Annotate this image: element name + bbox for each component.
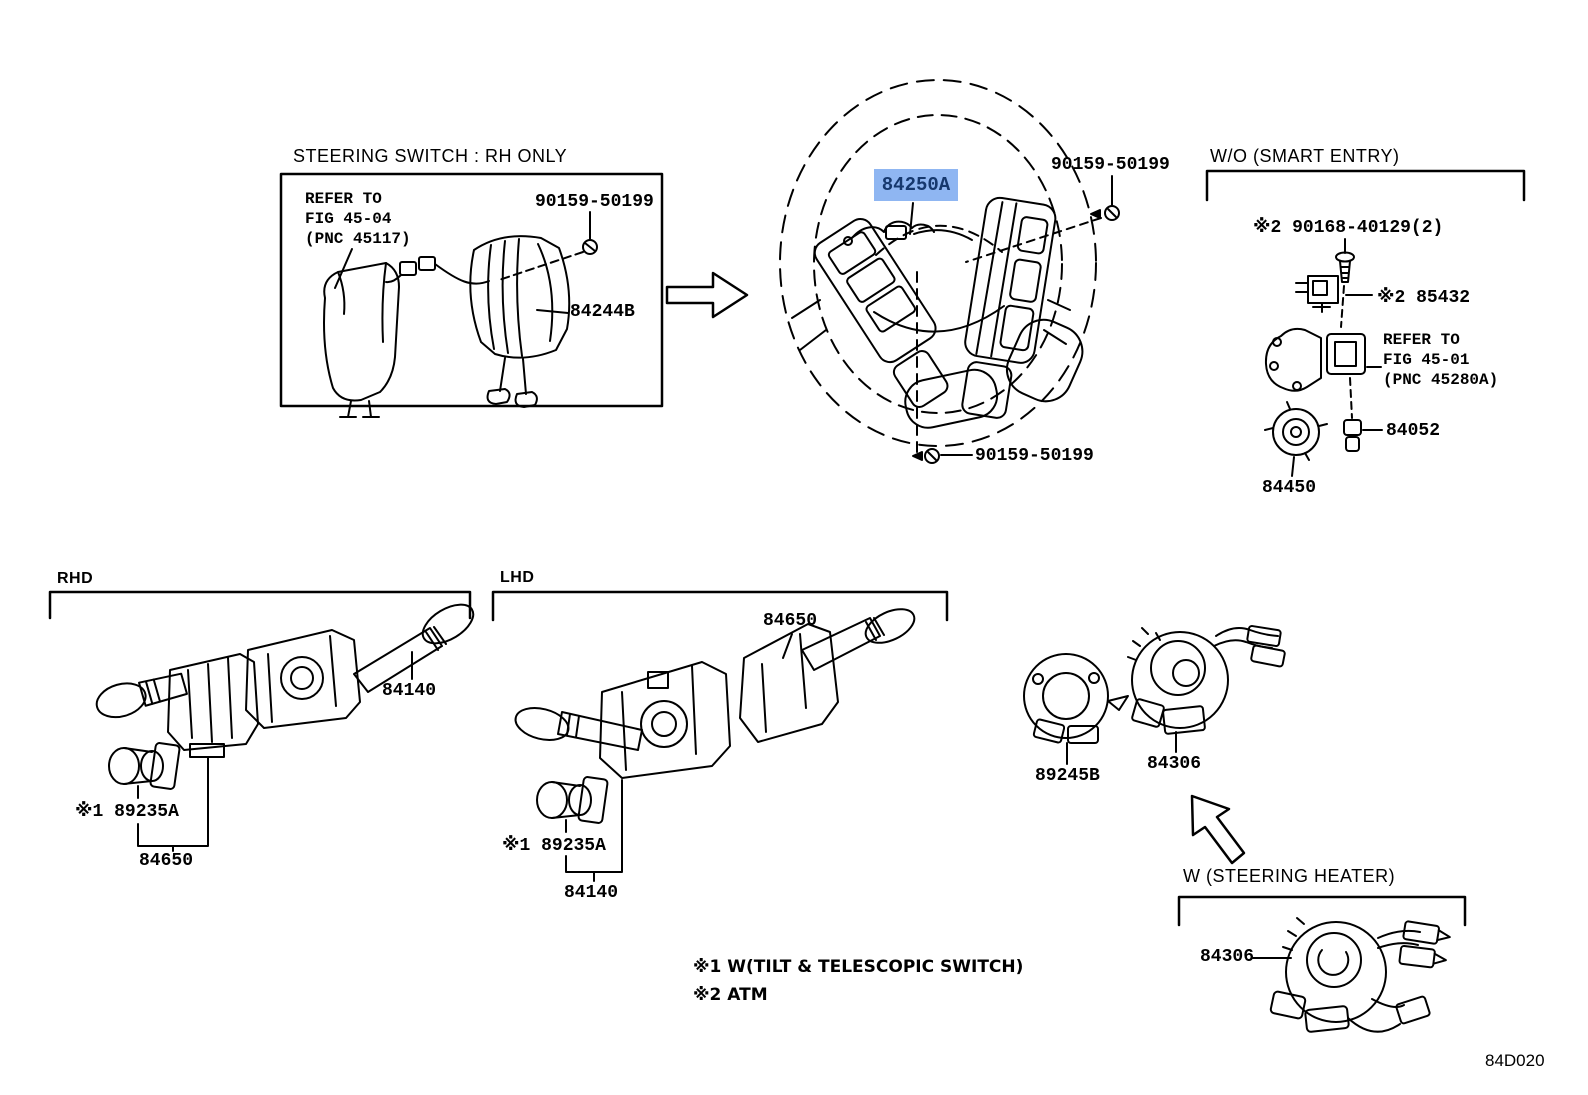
- part-label-84244b: 84244B: [570, 302, 635, 322]
- part-label-84052: 84052: [1386, 421, 1441, 441]
- part-label-84650-rhd: 84650: [139, 851, 194, 871]
- refer-note-fig-45-04: REFER TO FIG 45-04 (PNC 45117): [305, 190, 411, 248]
- rhd-title: RHD: [57, 570, 94, 587]
- steering-switch-box-title: STEERING SWITCH : RH ONLY: [293, 146, 568, 166]
- note-1: ※1 W(TILT & TELESCOPIC SWITCH): [693, 957, 1024, 977]
- part-label-84306-upper: 84306: [1147, 754, 1202, 774]
- part-label-90168: ※2 90168-40129(2): [1253, 218, 1444, 238]
- wo-smart-entry-title: W/O (SMART ENTRY): [1210, 146, 1400, 166]
- steering-wheel-art: [779, 79, 1120, 464]
- arrow-up-left-icon: [1190, 794, 1246, 865]
- part-label-89245b: 89245B: [1035, 766, 1100, 786]
- part-label-85432: ※2 85432: [1377, 288, 1471, 308]
- refer-note-fig-45-01: REFER TO FIG 45-01 (PNC 45280A): [1383, 331, 1499, 389]
- arrow-right-icon: [665, 271, 749, 319]
- part-label-84306-lower: 84306: [1200, 947, 1255, 967]
- note-2: ※2 ATM: [693, 985, 768, 1005]
- steering-heater-art: [1177, 895, 1467, 1033]
- part-label-84140-lhd: 84140: [564, 883, 619, 903]
- lhd-combination-switch-art: [491, 590, 949, 882]
- steering-heater-title: W (STEERING HEATER): [1183, 866, 1396, 886]
- rhd-combination-switch-art: [48, 590, 475, 852]
- lhd-title: LHD: [500, 569, 535, 586]
- steering-switch-box-art: [279, 172, 664, 418]
- part-label-84650-lhd: 84650: [763, 611, 818, 631]
- spiral-cable-art: [1023, 625, 1286, 765]
- part-label-90159-wheel-bottom: 90159-50199: [975, 446, 1094, 466]
- part-label-89235a-lhd: ※1 89235A: [502, 836, 606, 856]
- part-label-84450: 84450: [1262, 478, 1317, 498]
- part-label-90159-wheel-top: 90159-50199: [1051, 155, 1170, 175]
- highlighted-part-label[interactable]: 84250A: [874, 169, 958, 201]
- diagram-code: 84D020: [1485, 1051, 1545, 1070]
- part-label-90159-box: 90159-50199: [535, 192, 654, 212]
- part-label-89235a-rhd: ※1 89235A: [75, 802, 179, 822]
- wo-smart-entry-art: [1205, 169, 1526, 477]
- part-label-84140-rhd: 84140: [382, 681, 437, 701]
